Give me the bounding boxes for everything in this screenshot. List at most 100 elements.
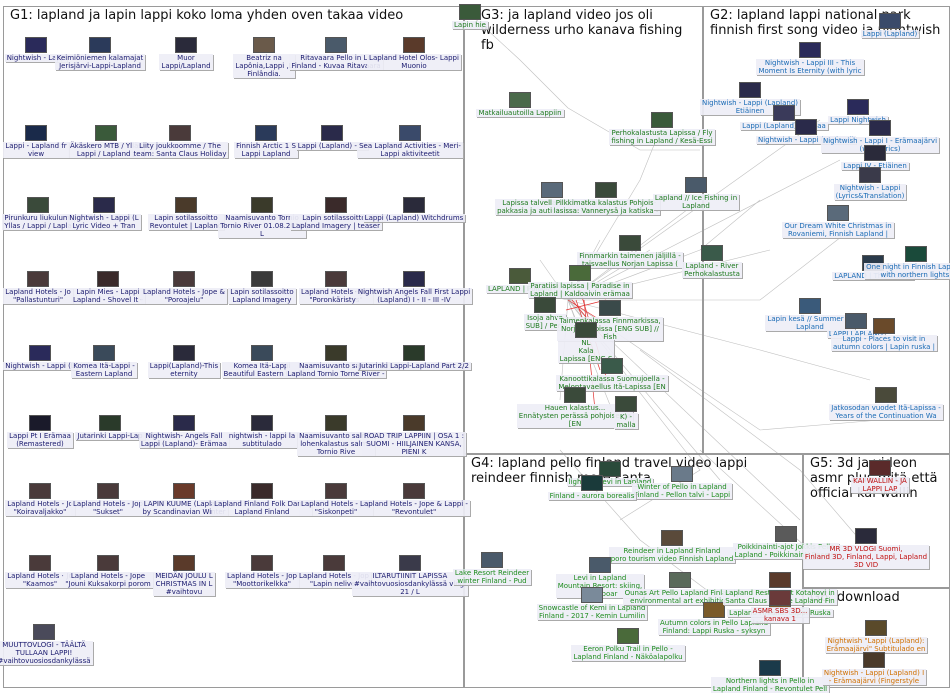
graph-node[interactable]: NL Kala Lapissa [ENG S — [546, 322, 626, 363]
graph-node[interactable]: Lappi Nightwish — [818, 99, 898, 124]
graph-node[interactable]: Nightwish "Lappi (Lapland): Erämaajärvi"… — [824, 620, 928, 653]
graph-node[interactable]: Lapland Hotels - Jop "Siskonpeti" — [296, 483, 376, 516]
graph-node[interactable]: Lappi Pt I Erämaa (Remastered) — [0, 415, 80, 448]
group-title: G3: ja lapland video jos oli wilderness … — [481, 8, 683, 53]
graph-node[interactable]: Lapland Hotels - Jop "Poronkäristys" — [296, 271, 376, 304]
graph-node[interactable]: Lappi - Lapland fr view — [0, 125, 76, 158]
graph-node[interactable]: Lapland Hotels - Jo "Koiravaljakko" — [0, 483, 80, 516]
graph-node[interactable]: Jutarinki Lappi-Lap — [70, 415, 150, 440]
graph-node[interactable]: Lapland Hotels - Jo "Kaamos" — [0, 555, 80, 588]
graph-node[interactable]: Nightwish- Angels Fall Lappi (Lapland)- … — [138, 415, 230, 448]
video-thumbnail — [595, 182, 617, 198]
graph-node[interactable]: Lapland Hotels - Jo "Pallastunturi" — [0, 271, 78, 304]
graph-node[interactable]: MEIDÄN JOULU L CHRISTMAS IN L #vaihtovu — [144, 555, 224, 596]
graph-node[interactable]: LAPPI LAPLAND — [816, 313, 896, 338]
graph-node[interactable]: Finnish Arctic 1 S Lappi Lapland — [226, 125, 306, 158]
video-thumbnail — [325, 345, 347, 361]
graph-node[interactable]: Lapin sotilassoittok Lapland Imagery | t… — [290, 197, 382, 230]
video-thumbnail — [175, 37, 197, 53]
graph-node[interactable]: Snowcastle of Kemi in Lapland Finland - … — [536, 587, 648, 620]
graph-node[interactable]: Finnmarkin taimenen jäljillä - taisvaell… — [577, 235, 683, 268]
node-label: Muor Lappi/Lapland — [159, 54, 213, 70]
graph-node[interactable]: Lapin hie — [430, 4, 510, 29]
graph-node[interactable]: ROAD TRIP LAPPIIN | OSA 1 : SUOMI - HIIL… — [362, 415, 466, 456]
graph-node[interactable]: Pilkkimatka kalastus Pohjois- lasissa: V… — [551, 182, 661, 215]
graph-node[interactable]: K) - malla — [586, 396, 666, 429]
graph-node[interactable]: Lapin Mies - Lappi Lapland - Shovel It - — [68, 271, 148, 304]
graph-node[interactable]: Muor Lappi/Lapland — [146, 37, 226, 70]
graph-node[interactable]: Jatkosodan vuodet Itä-Lapissa - Years of… — [829, 387, 943, 420]
graph-node[interactable]: Northern lights in Pello in Lapland Finl… — [710, 660, 830, 693]
node-label: Nightwish - Lappi III - This Moment Is E… — [756, 59, 864, 75]
graph-node[interactable]: Lappi - Places to visit in autumn colors… — [830, 318, 938, 351]
graph-node[interactable]: MR 3D VLOGI Suomi, Finland 3D, Finland, … — [802, 528, 930, 569]
video-thumbnail — [685, 177, 707, 193]
graph-node[interactable]: Lappi (Lapland) Witchdrums — [362, 197, 466, 222]
node-label: Lapland Hotels - Jope & "Poroajelu" — [141, 288, 227, 304]
graph-node[interactable]: Finland - aurora borealis — [547, 475, 637, 500]
graph-node[interactable]: Nightwish - Lappi (L Lyric Video + Tran — [64, 197, 144, 230]
graph-node[interactable]: Lapland Hotels - Jope "Jouni Kuksakorpi … — [63, 555, 153, 588]
graph-node[interactable]: lights in Levi in Lapland — [566, 461, 654, 486]
graph-node[interactable]: Nightwish Angels Fall First Lappi (Lapla… — [355, 271, 473, 304]
graph-node[interactable]: Kanoottikalassa Suomujoella - Melontavae… — [556, 358, 668, 391]
node-label: Nightwish Angels Fall First Lappi (Lapla… — [355, 288, 473, 304]
graph-node[interactable]: Lapland - River Perhokalastusta — [672, 245, 752, 278]
graph-node[interactable]: ASMR SBS 3D... kanava 1 — [740, 590, 820, 623]
graph-node[interactable]: Sea Lapland Activities - Meri- Lappi akt… — [357, 125, 463, 158]
graph-node[interactable]: Lapland Hotels - Jop "Sukset" — [68, 483, 148, 516]
graph-node[interactable]: Äkäskero MTB / Ylläs Lappi / Lapland / — [66, 125, 146, 158]
graph-node[interactable]: Lapin sotilassoitto Lapland Imagery — [222, 271, 302, 304]
graph-node[interactable]: Reindeer in Lapland Finland poro tourism… — [608, 530, 736, 563]
graph-node[interactable]: Winter of Pello in Lapland Finland - Pel… — [631, 466, 733, 499]
graph-node[interactable]: Hauen kalastus... Ennätysten perässä poh… — [516, 387, 634, 428]
video-thumbnail — [29, 415, 51, 431]
node-label: Lapland Hotels - Jope & Lappi - "Revontu… — [358, 500, 470, 516]
graph-node[interactable]: Lapland Finland Folk Dance Lapland Finla… — [212, 483, 312, 516]
graph-node[interactable]: MUUTTOVLOGI - TÄÄLTÄ TULLAAN LAPPI! #vai… — [0, 624, 93, 665]
graph-node[interactable]: Lapland Hotel Olos- Lappi Muonio — [367, 37, 461, 70]
graph-node[interactable]: Nightwish - Lappi (L — [0, 345, 80, 370]
graph-node[interactable]: Eeron Polku Trail in Pello - Lapland Fin… — [571, 628, 685, 661]
graph-node[interactable]: Lappi(Lapland)-This eternity — [144, 345, 224, 378]
graph-node[interactable]: Isoja ahve SUB] / Perc — [505, 297, 585, 330]
graph-node[interactable]: Keimiöniemen kalamajat Jerisjärvi-Lappi-… — [54, 37, 146, 70]
graph-node[interactable]: Matkailuautoilla Lappiin — [476, 92, 564, 117]
node-label: Winter of Pello in Lapland Finland - Pel… — [631, 483, 733, 499]
video-thumbnail — [323, 555, 345, 571]
edge-highlight — [567, 299, 601, 321]
graph-node[interactable]: Ritavaara Pello in La Finland - Kuvaa Ri… — [289, 37, 383, 70]
video-thumbnail — [403, 415, 425, 431]
graph-node[interactable]: Lapland Hotels - Jope & "Poroajelu" — [141, 271, 227, 304]
graph-node[interactable]: Lapin sotilassoitto Revontulet | Lapland — [146, 197, 226, 230]
graph-node[interactable]: Nightwish - Lappi (Lyrics&Translation) — [830, 167, 910, 200]
graph-node[interactable]: Paratiisi lapissa | Paradise in Lapland … — [528, 265, 632, 298]
graph-node[interactable]: Perhokalastusta Lapissa / Fly fishing in… — [609, 112, 715, 145]
graph-node[interactable]: Lapland // Ice Fishing in Lapland — [652, 177, 740, 210]
graph-node[interactable]: Lake Resort Reindeer winter Finland - Pu… — [452, 552, 532, 585]
node-label: Finnish Arctic 1 S Lappi Lapland — [234, 142, 298, 158]
graph-node[interactable]: Autumn colors in Pello Lapland Finland: … — [657, 602, 771, 635]
graph-node[interactable]: Lapland Hotels - Jope & Lappi - "Revontu… — [358, 483, 470, 516]
graph-node[interactable]: Jutarinki Lappi-Lapland Part 2/2 — [357, 345, 471, 370]
graph-node[interactable]: Lappi IV - Etiäinen — [835, 145, 915, 170]
graph-node[interactable]: Ounas Art Pello Lapland Finland environm… — [622, 572, 738, 605]
video-thumbnail — [93, 345, 115, 361]
graph-node[interactable]: One night in Finnish Lapland with northe… — [864, 246, 950, 279]
graph-node[interactable]: KAI WALLIN - JA LAPPI LAP — [840, 460, 920, 493]
graph-node[interactable]: Nightwish - Lappi (Lapland) I - Erämaajä… — [821, 652, 927, 685]
graph-node[interactable]: Nightwish - Lappi III - This Moment Is E… — [756, 42, 864, 75]
graph-node[interactable]: ILTARUTIINIT LAPISSA #vaihtovuosiosdanky… — [352, 555, 469, 596]
graph-node[interactable]: Lapland Hotels - Jop "Moottorikelkka" — [222, 555, 302, 588]
graph-node[interactable]: Taimenkalassa Finnmarkissa, Norjan Lapis… — [557, 300, 663, 341]
graph-node[interactable]: Komea Itä-Lappi - Eastern Lapland — [64, 345, 144, 378]
node-label: Lapin sotilassoitto Revontulet | Lapland — [147, 214, 225, 230]
node-label: Nightwish - Lappi (L Lyric Video + Tran — [67, 214, 141, 230]
graph-node[interactable]: Lappi (Lapland) — [850, 13, 930, 38]
graph-node[interactable]: nightwish - lappi la subtitulado — [222, 415, 302, 448]
graph-node[interactable]: Our Dream White Christmas in Rovaniemi, … — [782, 205, 894, 238]
graph-node[interactable]: Pirunkuru liukulumi Yllas / Lappi / Lapl… — [0, 197, 78, 230]
graph-node[interactable]: Liity joukkoomme / The team: Santa Claus… — [131, 125, 229, 158]
node-label: Lapland Hotels - Jope "Jouni Kuksakorpi … — [63, 572, 153, 588]
video-thumbnail — [599, 300, 621, 316]
